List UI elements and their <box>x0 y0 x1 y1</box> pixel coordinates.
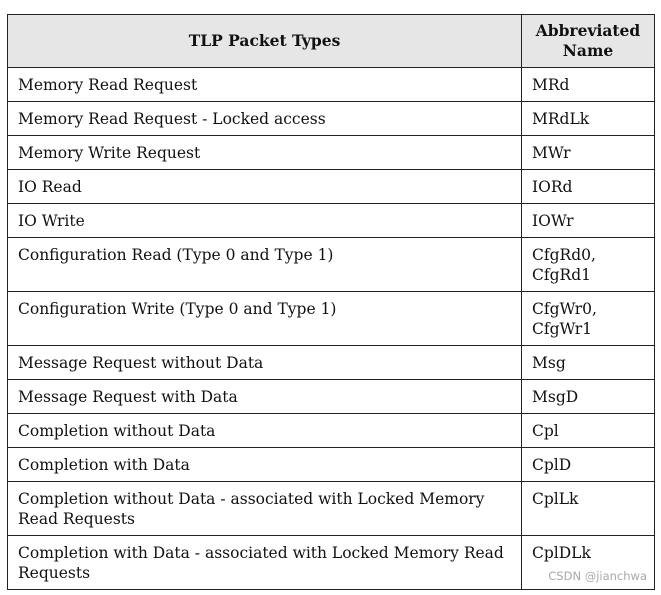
table-row: Message Request without Data Msg <box>7 345 655 380</box>
table-row: Memory Read Request MRd <box>7 67 655 102</box>
abbreviation-cell: Msg <box>521 345 655 380</box>
abbreviation-cell: MWr <box>521 135 655 170</box>
table-row: IO Read IORd <box>7 169 655 204</box>
packet-type-cell: Completion without Data - associated wit… <box>7 481 522 536</box>
header-tlp-packet-types: TLP Packet Types <box>7 14 522 68</box>
abbreviation-cell: MRd <box>521 67 655 102</box>
packet-type-cell: Configuration Read (Type 0 and Type 1) <box>7 237 522 292</box>
table-row: Completion with Data CplD <box>7 447 655 482</box>
packet-type-cell: IO Write <box>7 203 522 238</box>
packet-type-cell: Completion with Data - associated with L… <box>7 535 522 590</box>
abbreviation-cell: Cpl <box>521 413 655 448</box>
table-row: Completion with Data - associated with L… <box>7 535 655 590</box>
packet-type-cell: Completion without Data <box>7 413 522 448</box>
table-row: Completion without Data Cpl <box>7 413 655 448</box>
abbreviation-cell: CplD <box>521 447 655 482</box>
abbreviation-cell: MRdLk <box>521 101 655 136</box>
table-row: Completion without Data - associated wit… <box>7 481 655 536</box>
table-row: Message Request with Data MsgD <box>7 379 655 414</box>
abbreviation-cell: CfgRd0, CfgRd1 <box>521 237 655 292</box>
table-row: Memory Read Request - Locked access MRdL… <box>7 101 655 136</box>
table-row: Configuration Read (Type 0 and Type 1) C… <box>7 237 655 292</box>
packet-type-cell: Configuration Write (Type 0 and Type 1) <box>7 291 522 346</box>
csdn-watermark: CSDN @jianchwa <box>548 569 647 583</box>
abbreviation-cell: CfgWr0, CfgWr1 <box>521 291 655 346</box>
tlp-table-container: TLP Packet Types Abbreviated Name Memory… <box>7 14 655 590</box>
table-row: IO Write IOWr <box>7 203 655 238</box>
abbreviation-cell: IOWr <box>521 203 655 238</box>
table-row: Configuration Write (Type 0 and Type 1) … <box>7 291 655 346</box>
table-header-row: TLP Packet Types Abbreviated Name <box>7 14 655 68</box>
tlp-packet-types-table: TLP Packet Types Abbreviated Name Memory… <box>7 14 655 590</box>
packet-type-cell: Message Request with Data <box>7 379 522 414</box>
abbreviation-cell: CplLk <box>521 481 655 536</box>
packet-type-cell: Memory Read Request <box>7 67 522 102</box>
packet-type-cell: IO Read <box>7 169 522 204</box>
abbreviation-cell: IORd <box>521 169 655 204</box>
packet-type-cell: Completion with Data <box>7 447 522 482</box>
packet-type-cell: Message Request without Data <box>7 345 522 380</box>
abbreviation-cell: CplDLk <box>521 535 655 590</box>
table-row: Memory Write Request MWr <box>7 135 655 170</box>
packet-type-cell: Memory Write Request <box>7 135 522 170</box>
header-abbreviated-name: Abbreviated Name <box>521 14 655 68</box>
abbreviation-cell: MsgD <box>521 379 655 414</box>
packet-type-cell: Memory Read Request - Locked access <box>7 101 522 136</box>
